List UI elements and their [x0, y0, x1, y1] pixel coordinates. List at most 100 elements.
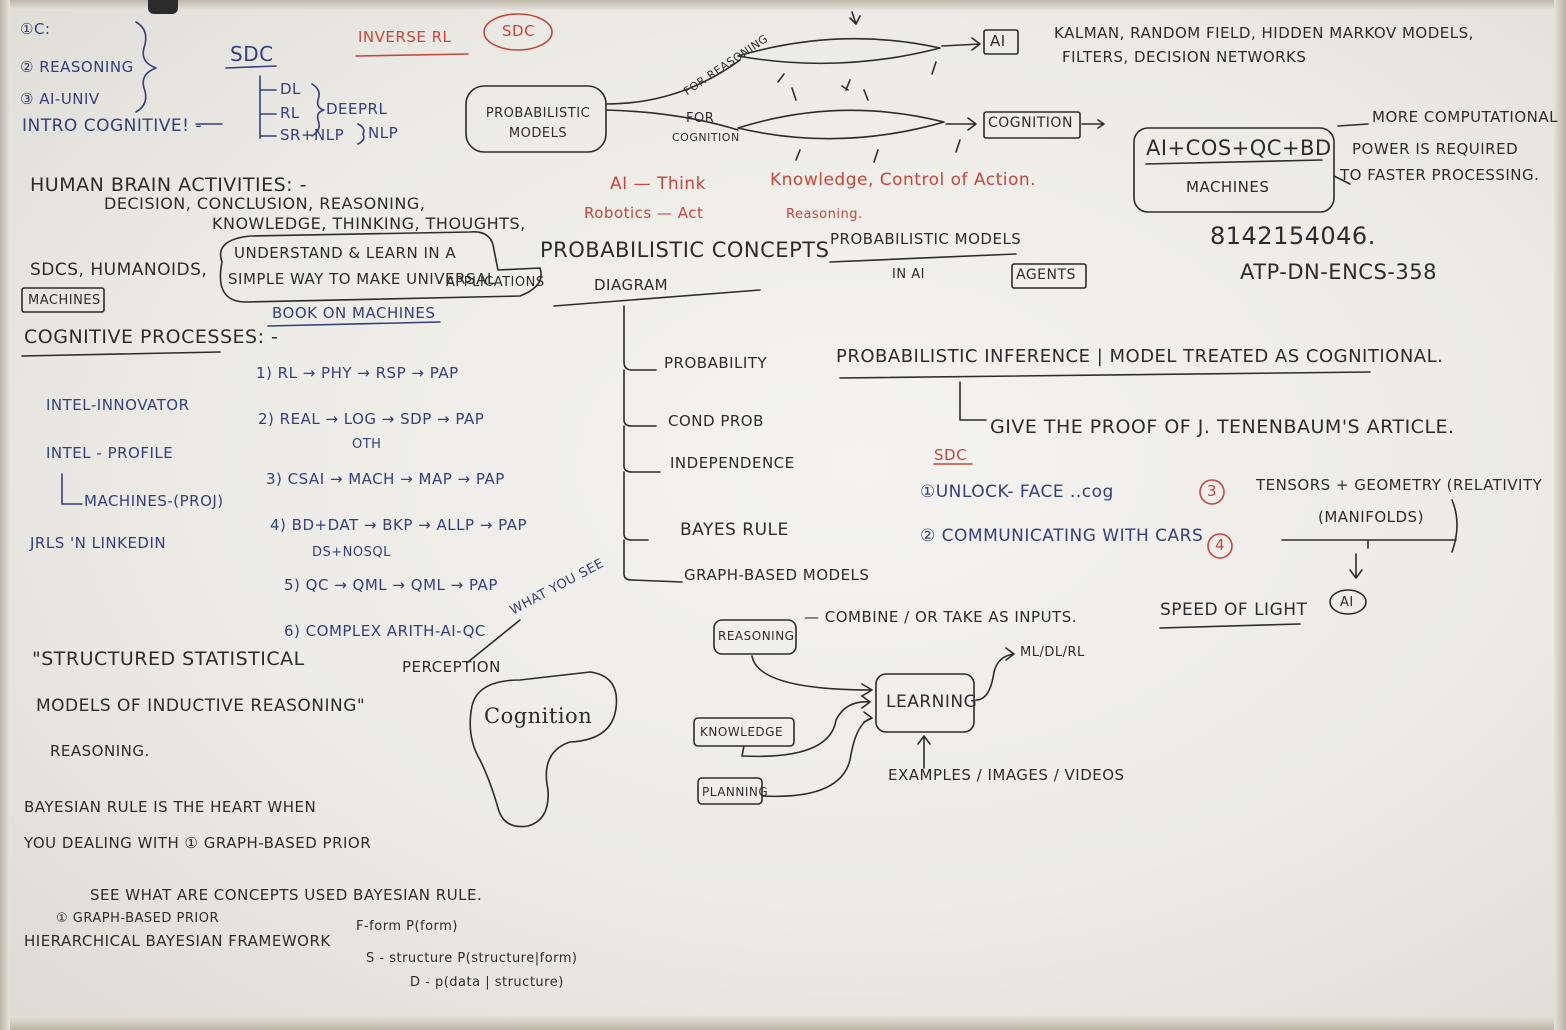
- learning-box-border: [875, 673, 975, 733]
- give-proof-bracket: [959, 381, 987, 421]
- for-cognition-1: FOR: [686, 111, 715, 126]
- inverse-rl: INVERSE RL: [358, 28, 452, 46]
- human-brain-line-2: KNOWLEDGE, THINKING, THOUGHTS,: [212, 214, 526, 233]
- hierarchical-bayesian: HIERARCHICAL BAYESIAN FRAMEWORK: [24, 932, 331, 950]
- list-item-c: ①C:: [20, 20, 51, 38]
- planning-to-learning: [761, 711, 873, 798]
- branch-probability: PROBABILITY: [664, 354, 768, 372]
- ai-box-border: [983, 29, 1019, 55]
- reasoning-lens: [737, 37, 941, 65]
- ai-circle-label: AI: [1340, 595, 1354, 610]
- sdc-dl: DL: [280, 80, 301, 98]
- planning-box-label: PLANNING: [702, 785, 769, 799]
- connector-bottom: [605, 109, 739, 131]
- arrow-to-ai: [941, 37, 981, 51]
- understand-line-1: UNDERSTAND & LEARN IN A: [234, 244, 457, 262]
- sdc-brace-1: [311, 83, 325, 137]
- intel-profile: INTEL - PROFILE: [46, 444, 174, 462]
- lens-arrows: [777, 11, 961, 163]
- agents-box-border: [1011, 263, 1087, 289]
- reasoning-box-border: [713, 619, 797, 655]
- ai-list-line-1: KALMAN, RANDOM FIELD, HIDDEN MARKOV MODE…: [1054, 24, 1474, 42]
- quote-line-2: MODELS OF INDUCTIVE REASONING": [36, 696, 366, 716]
- ai-list-line-2: FILTERS, DECISION NETWORKS: [1062, 48, 1307, 66]
- branch-bayes-rule: BAYES RULE: [680, 520, 789, 540]
- sdc-rl: RL: [280, 104, 300, 122]
- black-magnet: [148, 0, 178, 14]
- quote-line-1: "STRUCTURED STATISTICAL: [32, 648, 305, 670]
- oth-note: OTH: [352, 437, 382, 452]
- prob-models-ai-title: PROBABILISTIC MODELS: [830, 230, 1022, 248]
- prob-models-line-1: PROBABILISTIC MODELS: [485, 106, 591, 141]
- prob-inference: PROBABILISTIC INFERENCE | MODEL TREATED …: [836, 346, 1444, 367]
- branch-graph-based: GRAPH-BASED MODELS: [684, 566, 870, 584]
- phone-number: 8142154046.: [1210, 222, 1376, 250]
- cognition-cloud-outline: [469, 671, 618, 828]
- sdc-oval-label: SDC: [502, 22, 536, 40]
- planning-box-border: [697, 777, 763, 805]
- pipeline-5: 5) QC → QML → QML → PAP: [284, 576, 498, 594]
- cognitive-underline: [21, 351, 221, 357]
- prob-concepts-diagram: DIAGRAM: [594, 276, 669, 294]
- human-brain-title: HUMAN BRAIN ACTIVITIES: -: [30, 174, 307, 196]
- perception-label: PERCEPTION: [402, 658, 501, 676]
- give-proof: GIVE THE PROOF OF J. TENENBAUM'S ARTICLE…: [990, 416, 1455, 438]
- prob-models-ai-sub: IN AI: [892, 267, 925, 282]
- reasoning-box-label: REASONING: [718, 629, 795, 643]
- learning-box-label: LEARNING: [886, 692, 978, 712]
- ai-cos-box-border: [1133, 127, 1335, 213]
- bayesian-line-2: YOU DEALING WITH ① GRAPH-BASED PRIOR: [24, 834, 372, 852]
- more-comp-line-3: TO FASTER PROCESSING.: [1340, 166, 1540, 184]
- list-brace: [135, 21, 157, 113]
- tensors-line-1: TENSORS + GEOMETRY (RELATIVITY: [1256, 476, 1543, 494]
- unlock-face: ①UNLOCK- FACE ..cog: [920, 482, 1114, 502]
- understand-line-2: SIMPLE WAY TO MAKE UNIVERSAL: [228, 270, 496, 288]
- inverse-rl-underline: [355, 53, 469, 57]
- see-concepts-line: SEE WHAT ARE CONCEPTS USED BAYESIAN RULE…: [90, 886, 483, 904]
- sdc-sr-nlp: SR+NLP: [280, 126, 345, 144]
- learning-to-ml: [975, 647, 1015, 701]
- pipeline-2: 2) REAL → LOG → SDP → PAP: [258, 410, 485, 428]
- ai-circle-outline: [1329, 589, 1367, 615]
- circle-4-outline: [1207, 533, 1233, 559]
- ds-nosql-note: DS+NOSQL: [312, 545, 391, 560]
- cognition-cloud-label: Cognition: [484, 704, 593, 728]
- speed-underline: [1159, 623, 1301, 629]
- tensors-line-2: (MANIFOLDS): [1318, 508, 1424, 526]
- form-line-2: S - structure P(structure|form): [366, 951, 578, 966]
- form-line-1: F-form P(form): [356, 919, 458, 934]
- prob-models-ai-underline: [829, 253, 1017, 263]
- graph-based-prior: ① GRAPH-BASED PRIOR: [56, 911, 219, 926]
- reasoning-note: REASONING.: [50, 742, 150, 760]
- sdc-heading: SDC: [230, 42, 274, 66]
- branch-cond-prob: COND PROB: [668, 412, 764, 430]
- robotics-act: Robotics — Act: [584, 204, 704, 222]
- more-comp-line-2: POWER IS REQUIRED: [1352, 140, 1519, 158]
- tensors-brace: [1281, 499, 1458, 553]
- for-cognition-2: COGNITION: [672, 131, 740, 144]
- knowledge-box-label: KNOWLEDGE: [700, 725, 784, 739]
- agents-label: AGENTS: [1016, 267, 1076, 283]
- applications-label: APPLICATIONS: [446, 275, 545, 290]
- knowledge-control: Knowledge, Control of Action.: [770, 170, 1037, 190]
- sdc-underline: [225, 65, 277, 69]
- arrow-to-cognition: [945, 117, 977, 131]
- circle-4: 4: [1215, 536, 1226, 554]
- bayesian-line-1: BAYESIAN RULE IS THE HEART WHEN: [24, 798, 317, 816]
- ai-box-label: AI: [990, 32, 1006, 50]
- perception-arrow: [467, 619, 521, 663]
- ml-dl-rl: ML/DL/RL: [1020, 645, 1085, 660]
- human-brain-line-1: DECISION, CONCLUSION, REASONING,: [104, 194, 426, 213]
- speed-of-light: SPEED OF LIGHT: [1160, 600, 1308, 620]
- pipeline-1: 1) RL → PHY → RSP → PAP: [256, 364, 459, 382]
- pipeline-6: 6) COMPLEX ARITH-AI-QC: [284, 622, 486, 640]
- sdc-nlp: NLP: [368, 124, 399, 142]
- machines-label: MACHINES: [1186, 178, 1270, 196]
- ai-think: AI — Think: [610, 174, 706, 194]
- machines-box-border: [21, 287, 105, 313]
- cognition-lens: [737, 109, 945, 140]
- reasoning-red: Reasoning.: [786, 207, 863, 222]
- intel-innovator: INTEL-INNOVATOR: [46, 396, 190, 414]
- sdc-brace-2: [357, 123, 365, 145]
